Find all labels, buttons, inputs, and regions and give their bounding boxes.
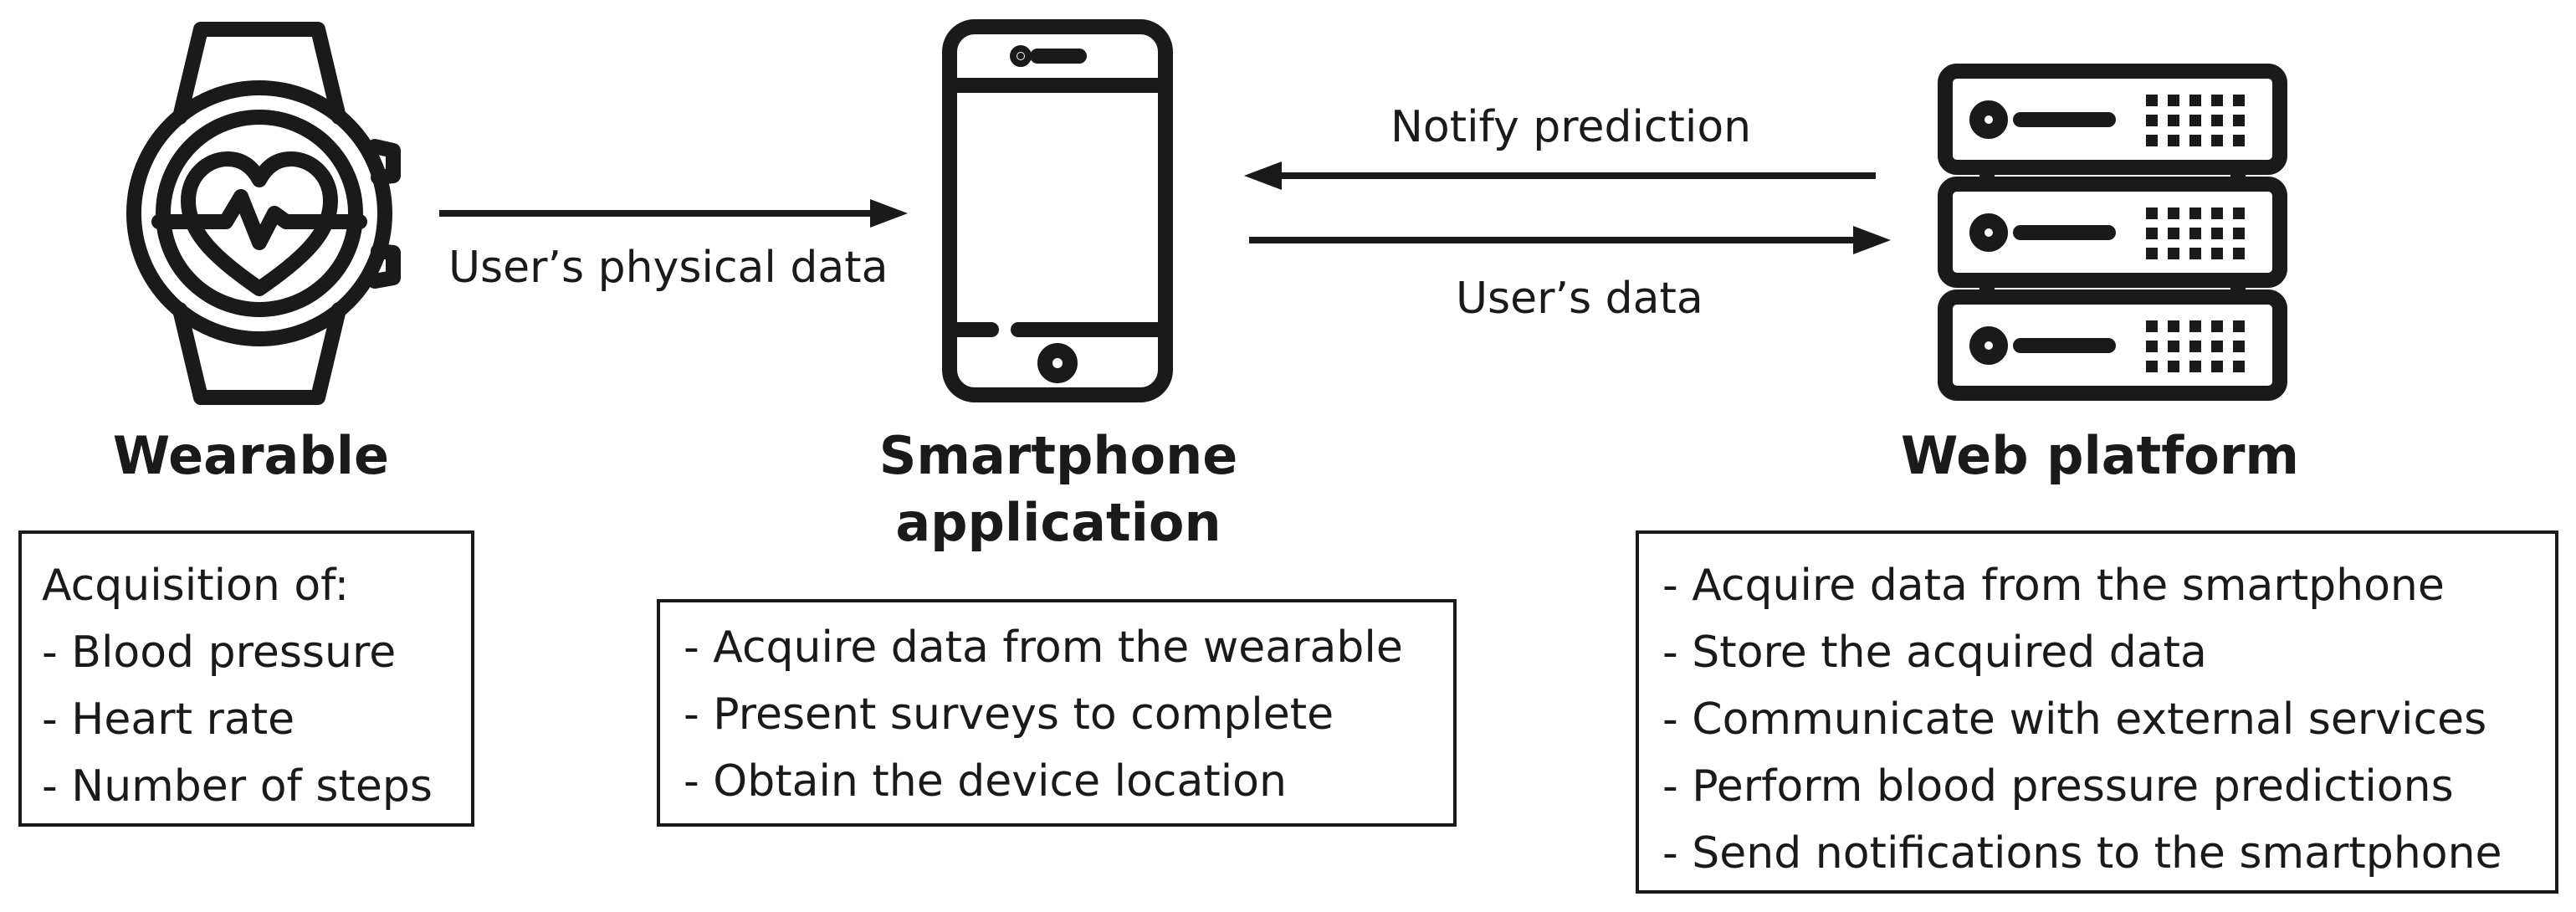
box-line: - Heart rate <box>42 694 295 745</box>
smartphone-title-line: application <box>895 492 1221 553</box>
web-platform-title: Web platform <box>1900 425 2300 486</box>
wearable-title: Wearable <box>112 425 390 486</box>
wearable-box: Acquisition of: - Blood pressure - Heart… <box>18 530 474 827</box>
arrow-wearable-to-smartphone <box>439 199 908 228</box>
arrow-web-to-smartphone <box>1244 161 1876 190</box>
box-line: - Present surveys to complete <box>684 689 1334 740</box>
box-line: - Number of steps <box>42 761 433 812</box>
web-platform-box: - Acquire data from the smartphone - Sto… <box>1636 530 2558 894</box>
box-line: - Communicate with external services <box>1662 694 2487 745</box>
smartphone-icon <box>942 19 1173 402</box>
box-line: Acquisition of: <box>42 561 350 611</box>
smartphone-title-line: Smartphone <box>878 425 1238 486</box>
smartwatch-heart-icon <box>126 22 401 405</box>
box-line: - Send notifications to the smartphone <box>1662 828 2502 879</box>
server-rack-icon <box>1938 64 2287 401</box>
edge-label-users-data: User’s data <box>1456 274 1703 324</box>
box-line: - Store the acquired data <box>1662 628 2207 678</box>
box-line: - Acquire data from the wearable <box>684 623 1403 673</box>
box-line: - Obtain the device location <box>684 756 1287 807</box>
box-line: - Perform blood pressure predictions <box>1662 761 2454 812</box>
arrow-smartphone-to-web <box>1249 226 1891 254</box>
edge-label-physical-data: User’s physical data <box>448 243 889 293</box>
smartphone-box: - Acquire data from the wearable - Prese… <box>657 599 1457 827</box>
box-line: - Acquire data from the smartphone <box>1662 561 2445 611</box>
smartphone-title: Smartphone application <box>824 423 1293 556</box>
edge-label-notify-prediction: Notify prediction <box>1390 102 1752 152</box>
box-line: - Blood pressure <box>42 628 397 678</box>
